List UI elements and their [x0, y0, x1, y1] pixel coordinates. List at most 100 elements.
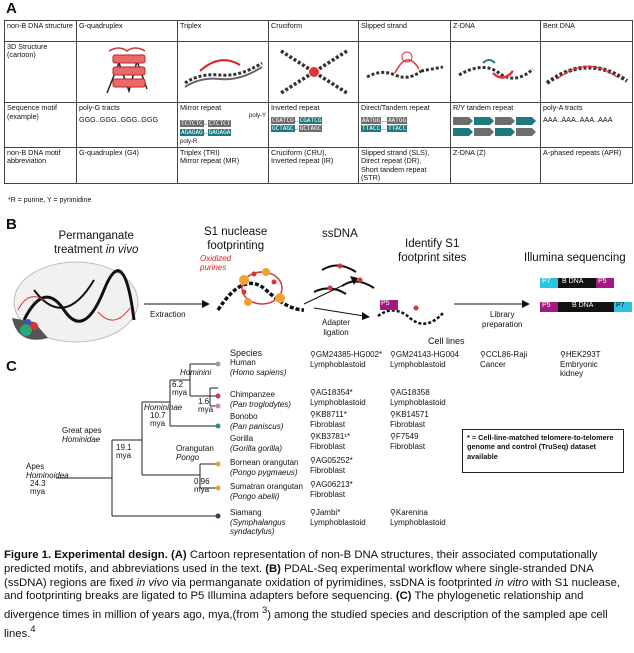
oxidized-line2: purines — [200, 262, 227, 272]
div-value: 1.6 — [198, 397, 210, 406]
abbr-text: Slipped strand (SLS), — [361, 148, 430, 158]
gquad-seq-cell: poly-G tracts GGG..GGG..GGG..GGG — [76, 102, 178, 149]
table-row-3d: 3D Structure (cartoon) — [4, 40, 633, 104]
p7-label-bottom: P7 — [616, 302, 625, 309]
species-chimp: Chimpanzee(Pan troglodytes) — [230, 390, 291, 409]
extraction-label: Extraction — [150, 310, 186, 319]
cell-line-id: CCL86-Raji — [485, 350, 528, 359]
bent-motif: poly-A tracts — [543, 103, 583, 113]
zdna-seq-cell: R/Y tandem repeat — [450, 102, 541, 149]
species-name: Chimpanzee — [230, 390, 275, 399]
adapter-label: Adapter ligation — [322, 318, 350, 337]
slipped-cartoon-cell — [358, 40, 451, 104]
panel-b-label: B — [6, 216, 17, 233]
cell-line-entry: ⚲GM24385-HG002*Lymphoblastoid — [310, 350, 383, 369]
triplex-motif: Mirror repeat — [180, 103, 222, 113]
gquad-example: GGG..GGG..GGG..GGG — [79, 114, 159, 124]
zdna-cartoon-cell — [450, 40, 541, 104]
cell-line-type: Fibroblast — [310, 465, 346, 475]
caption-ref1: 3 — [262, 604, 268, 616]
header-cell: Slipped strand — [358, 20, 451, 42]
species-sumatran: Sumatran orangutan(Pongo abelii) — [230, 482, 303, 501]
caption-a: (A) — [171, 549, 187, 561]
bent-example: AAA..AAA..AAA..AAA — [543, 114, 613, 124]
hominidae-text: Hominidae — [62, 435, 101, 445]
cell-line-type: kidney — [560, 369, 584, 379]
treatment-line2: treatment — [54, 243, 103, 256]
great-apes-text: Great apes — [62, 426, 102, 435]
species-gorilla: Gorilla(Gorilla gorilla) — [230, 434, 282, 453]
cell-line-id: KB8711* — [315, 410, 347, 419]
div-value: 6.2 — [172, 380, 184, 389]
triplex-top2: CTCTCT — [207, 120, 232, 128]
species-latin: (Symphalangus — [230, 517, 286, 527]
caption-b: (B) — [265, 562, 281, 575]
caption-b-invitro: in vitro — [495, 576, 529, 589]
cru-top2: CGATCG — [298, 116, 323, 124]
pongo-text: Pongo — [176, 453, 200, 463]
slipped-seq-cell: Direct/Tandem repeat AATGG...AATGG TTACC… — [358, 102, 451, 149]
bent-seq-cell: poly-A tracts AAA..AAA..AAA..AAA — [540, 102, 633, 149]
header-cell: Bent DNA — [540, 20, 633, 42]
caption-b-invivo: in vivo — [136, 576, 169, 589]
p5-label-top: P5 — [598, 278, 607, 285]
treatment-label: Permanganate treatment in vivo — [54, 230, 138, 258]
hominoidea-text: Hominoidea — [26, 471, 69, 481]
cell-line-entry: ⚲KB8711*Fibroblast — [310, 410, 347, 429]
cell-line-type: Lymphoblastoid — [310, 397, 366, 407]
abbr-cell: G-quadruplex (G4) — [76, 147, 178, 185]
abbr-text: Cruciform (CRU), — [271, 148, 327, 158]
cell-line-id: AG18358 — [395, 388, 430, 397]
slp-top: AATGG — [361, 116, 382, 124]
abbr-text: Triplex (TRI) — [180, 148, 220, 158]
species-name: Bonobo — [230, 412, 258, 421]
species-latin: (Pongo pygmaeus) — [230, 467, 298, 477]
abbr-text: Direct repeat (DR), — [361, 156, 422, 166]
adapter-line2: ligation — [323, 327, 349, 337]
p7-label-top: P7 — [542, 278, 551, 285]
identify-label: Identify S1 footprint sites — [398, 238, 466, 266]
cell-line-type: Lymphoblastoid — [310, 359, 366, 369]
illumina-label: Illumina sequencing — [524, 252, 626, 264]
slp-top2: AATGG — [387, 116, 408, 124]
triplex-top: TCTCTC — [180, 120, 204, 128]
abbr-cell: Z-DNA (Z) — [450, 147, 541, 185]
species-bornean: Bornean orangutan(Pongo pygmaeus) — [230, 458, 299, 477]
cell-line-type: Lymphoblastoid — [390, 397, 446, 407]
table-footnote: *R = purine, Y = pyrimidine — [8, 197, 92, 204]
slipped-cartoon — [366, 51, 444, 79]
div-value: 10.7 — [150, 411, 166, 420]
bent-cartoon — [545, 65, 629, 85]
header-cell: Cruciform — [268, 20, 359, 42]
cell-line-id: GM24143-HG004 — [395, 350, 460, 359]
cell-line-type: Lymphoblastoid — [310, 517, 366, 527]
div-value: 19.1 — [116, 443, 132, 452]
cru-top: CGATCG — [271, 116, 295, 124]
triplex-cartoon — [184, 59, 263, 88]
zdna-cartoon — [458, 59, 534, 80]
table-header-row: non-B DNA structure G-quadruplex Triplex… — [4, 20, 633, 42]
caption-b-text1: PDAL-Seq experimental workflow where sin… — [4, 562, 593, 589]
zdna-seq-boxes — [453, 116, 536, 136]
cell-line-id: HEK293T — [565, 350, 601, 359]
triplex-pr: poly-R — [180, 139, 198, 146]
species-latin: (Gorilla gorilla) — [230, 443, 283, 453]
mya-unit: mya — [116, 451, 132, 461]
header-cell: G-quadruplex — [76, 20, 178, 42]
caption-c: (C) — [395, 590, 412, 603]
row-label: Sequence motif (example) — [4, 102, 77, 149]
cell-line-entry: ⚲AG05252*Fibroblast — [310, 456, 353, 475]
abbr-cell: Slipped strand (SLS),Direct repeat (DR),… — [358, 147, 451, 185]
library-line2: preparation — [482, 319, 523, 329]
oxidized-label: Oxidized purines — [200, 254, 231, 273]
cell-line-id: Karenina — [395, 508, 428, 517]
cru-bot: GCTAGC — [271, 125, 295, 133]
table-row-abbr: non-B DNA motif abbreviation G-quadruple… — [4, 147, 633, 185]
triplex-bot2: GAGAGA — [207, 129, 232, 137]
